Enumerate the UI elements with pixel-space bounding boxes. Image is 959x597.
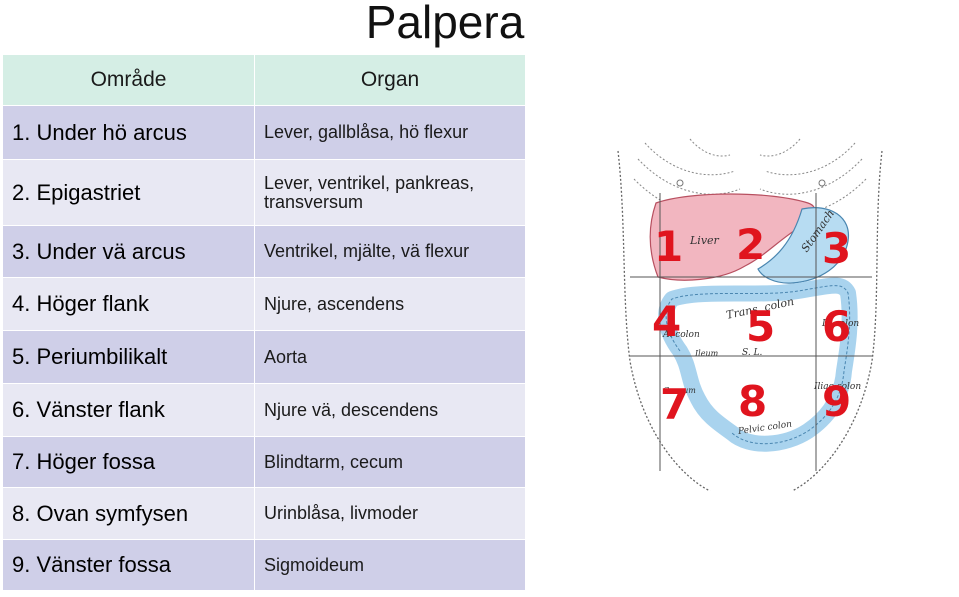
row-area: 9. Vänster fossa <box>2 539 255 591</box>
row-organ: Aorta <box>254 330 526 384</box>
region-number-4: 4 <box>652 297 681 346</box>
colon-outline <box>665 285 851 445</box>
page-title: Palpera <box>365 0 525 48</box>
region-number-7: 7 <box>660 380 689 429</box>
row-area: 1. Under hö arcus <box>2 105 255 160</box>
abdomen-regions-figure: Liver Stomach Trans. colon A. colon D. c… <box>530 131 959 491</box>
row-organ: Lever, ventrikel, pankreas, transversum <box>254 159 526 226</box>
row-area: 6. Vänster flank <box>2 383 255 437</box>
iliac-colon-label: Iliac colon <box>813 382 861 392</box>
stomach-shape <box>757 207 849 284</box>
table-row: 3. Under vä arcus Ventrikel, mjälte, vä … <box>2 225 526 278</box>
row-organ: Sigmoideum <box>254 539 526 591</box>
left-nipple <box>676 179 684 187</box>
table-row: 7. Höger fossa Blindtarm, cecum <box>2 436 526 488</box>
row-area: 3. Under vä arcus <box>2 225 255 278</box>
abdomen-diagram: Liver Stomach Trans. colon A. colon D. c… <box>617 138 883 491</box>
row-area: 4. Höger flank <box>2 277 255 331</box>
region-grid-lines <box>630 193 872 471</box>
table-row: 1. Under hö arcus Lever, gallblåsa, hö f… <box>2 105 526 160</box>
caecum-label: Caecum <box>663 386 696 395</box>
table-row: 8. Ovan symfysen Urinblåsa, livmoder <box>2 487 526 540</box>
header-area: Område <box>2 54 255 106</box>
region-number-8: 8 <box>738 377 767 426</box>
row-area: 5. Periumbilikalt <box>2 330 255 384</box>
region-number-1: 1 <box>654 222 683 271</box>
right-nipple <box>818 179 826 187</box>
region-number-3: 3 <box>822 224 851 273</box>
table-row: 4. Höger flank Njure, ascendens <box>2 277 526 331</box>
table-header-row: Område Organ <box>2 54 526 106</box>
liver-shape <box>649 193 816 281</box>
table-row: 6. Vänster flank Njure vä, descendens <box>2 383 526 437</box>
asc-colon-label: A. colon <box>662 330 700 340</box>
region-s-label: S. L. <box>742 348 763 358</box>
ileum-label: Ileum <box>694 349 719 358</box>
row-organ: Ventrikel, mjälte, vä flexur <box>254 225 526 278</box>
desc-colon-label: D. colon <box>821 319 859 329</box>
ribcage <box>633 138 867 217</box>
palpation-table: Område Organ 1. Under hö arcus Lever, ga… <box>2 54 526 591</box>
region-number-9: 9 <box>822 377 851 426</box>
table-row: 2. Epigastriet Lever, ventrikel, pankrea… <box>2 159 526 226</box>
region-number-2: 2 <box>736 220 765 269</box>
region-number-6: 6 <box>822 302 851 351</box>
region-number-5: 5 <box>746 302 775 351</box>
row-organ: Njure vä, descendens <box>254 383 526 437</box>
row-area: 7. Höger fossa <box>2 436 255 488</box>
liver-label: Liver <box>689 234 720 247</box>
row-organ: Lever, gallblåsa, hö flexur <box>254 105 526 160</box>
table-row: 9. Vänster fossa Sigmoideum <box>2 539 526 591</box>
row-organ: Njure, ascendens <box>254 277 526 331</box>
row-organ: Urinblåsa, livmoder <box>254 487 526 540</box>
header-organ: Organ <box>254 54 526 106</box>
row-area: 2. Epigastriet <box>2 159 255 226</box>
row-area: 8. Ovan symfysen <box>2 487 255 540</box>
row-organ: Blindtarm, cecum <box>254 436 526 488</box>
table-row: 5. Periumbilikalt Aorta <box>2 330 526 384</box>
blank-area <box>526 491 959 597</box>
